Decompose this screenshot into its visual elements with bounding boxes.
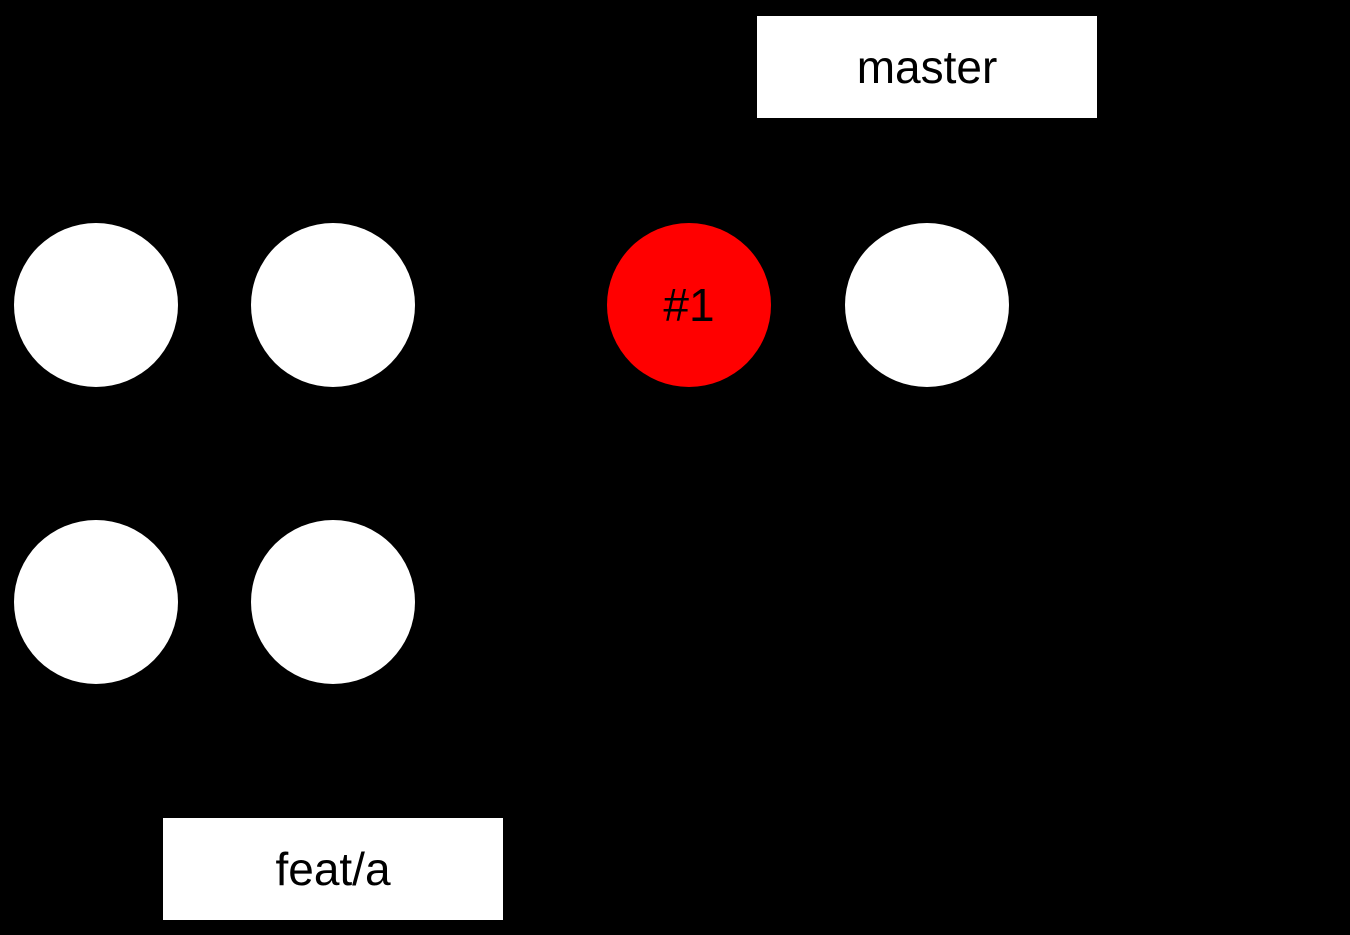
commit-node bbox=[14, 520, 178, 684]
commit-node bbox=[845, 223, 1009, 387]
commit-node bbox=[251, 520, 415, 684]
commit-node bbox=[251, 223, 415, 387]
commit-node bbox=[14, 223, 178, 387]
branch-label-master: master bbox=[757, 16, 1097, 118]
highlighted-commit-node: #1 bbox=[607, 223, 771, 387]
branch-label-feature: feat/a bbox=[163, 818, 503, 920]
